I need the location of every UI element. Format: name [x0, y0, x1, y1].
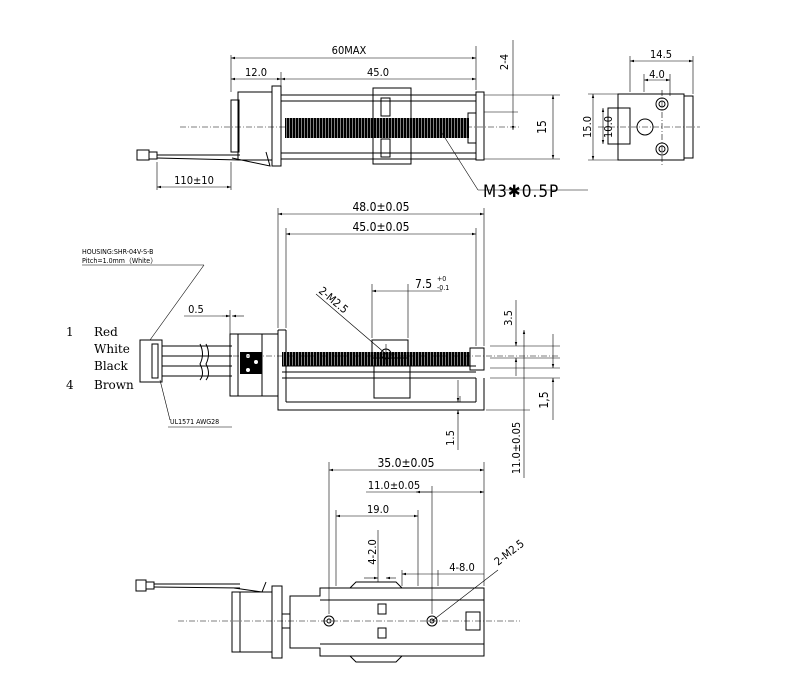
thread-spec: M3✱0.5P [483, 182, 559, 202]
dim-frame-height: 11.0±0.05 [510, 422, 523, 474]
wire-color-red: Red [94, 325, 118, 339]
dim-hole-offset-tol-plus: +0 [437, 275, 446, 283]
dim-travel-range: 4-8.0 [449, 561, 475, 574]
lead-screw [285, 118, 469, 138]
dim-motor-length: 12.0 [245, 66, 267, 79]
dim-span: 35.0±0.05 [377, 456, 434, 470]
dim-slot-range: 4-2.0 [366, 539, 379, 565]
wire-pin-4: 4 [66, 378, 74, 392]
bottom-view: 35.0±0.05 11.0±0.05 19.0 4-2.0 4-8.0 2-M… [135, 456, 527, 663]
dim-screw-length: 45.0 [367, 66, 389, 79]
dim-plate-thickness: 1.5 [444, 430, 457, 446]
dim-tolerance-range: 2-4 [498, 54, 511, 70]
dim-mount-holes-bottom: 2-M2.5 [492, 537, 527, 568]
dim-inner-width: 4.0 [649, 68, 665, 81]
wire-color-white: White [94, 342, 130, 356]
dim-inner-height: 10.0 [602, 116, 615, 138]
cable-label: UL1571 AWG28 [170, 418, 219, 426]
dim-screw-length-front: 45.0±0.05 [352, 220, 409, 234]
pitch-label: Pitch=1.0mm（White） [82, 257, 157, 265]
dim-width: 14.5 [650, 48, 672, 61]
wire-color-black: Black [94, 359, 129, 373]
dim-hole-offset-tol-minus: -0.1 [437, 284, 449, 292]
dim-slider-height: 3.5 [502, 310, 515, 326]
dim-hole-spacing: 11.0±0.05 [368, 479, 420, 492]
dim-lead-length: 110±10 [174, 174, 214, 187]
dim-slot-length: 19.0 [367, 503, 389, 516]
wire-pin-1: 1 [66, 325, 74, 339]
connector-housing [139, 339, 163, 383]
lead-screw-front [282, 352, 470, 366]
dim-frame-length: 48.0±0.05 [352, 200, 409, 214]
side-view: 14.5 4.0 15.0 10.0 [581, 48, 700, 165]
dim-mount-holes-front: 2-M2.5 [316, 284, 351, 316]
bottom-body [289, 587, 485, 657]
dim-total-length: 60MAX [332, 44, 367, 57]
dim-plate-thickness-right: 1,5 [537, 391, 551, 408]
wire-color-brown: Brown [94, 378, 134, 392]
top-view: 60MAX 12.0 45.0 2-4 15 110±10 M3✱0.5P [136, 40, 588, 202]
dim-hole-offset: 7.5 [415, 277, 432, 291]
slider-nut [372, 87, 412, 165]
front-view: HOUSING:SHR-04V-S-B Pitch=1.0mm（White） 1… [66, 200, 560, 478]
dim-gap: 0.5 [188, 303, 204, 316]
dim-side-height: 15.0 [581, 116, 594, 138]
housing-label: HOUSING:SHR-04V-S-B [82, 248, 154, 256]
dim-height: 15 [535, 120, 549, 134]
